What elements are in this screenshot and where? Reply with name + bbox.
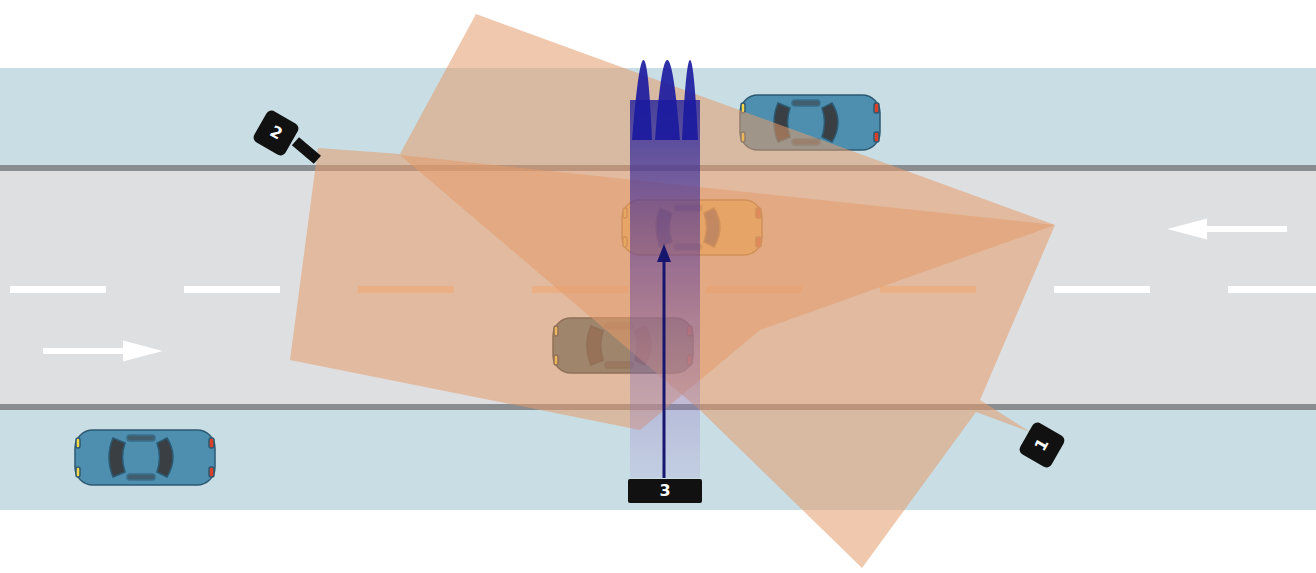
- callout-number: 1: [1032, 436, 1051, 454]
- camera-icon: 1: [1017, 420, 1066, 469]
- lane-dash: [184, 286, 280, 293]
- camera-icon: 2: [251, 108, 300, 157]
- lane-dash: [1054, 286, 1150, 293]
- lane-dash: [10, 286, 106, 293]
- camera-lens: [288, 136, 1058, 450]
- radar-sensor: 3: [628, 479, 702, 503]
- callout-number: 2: [267, 123, 285, 142]
- callout-number: 3: [659, 483, 670, 499]
- lane-dash: [1228, 286, 1316, 293]
